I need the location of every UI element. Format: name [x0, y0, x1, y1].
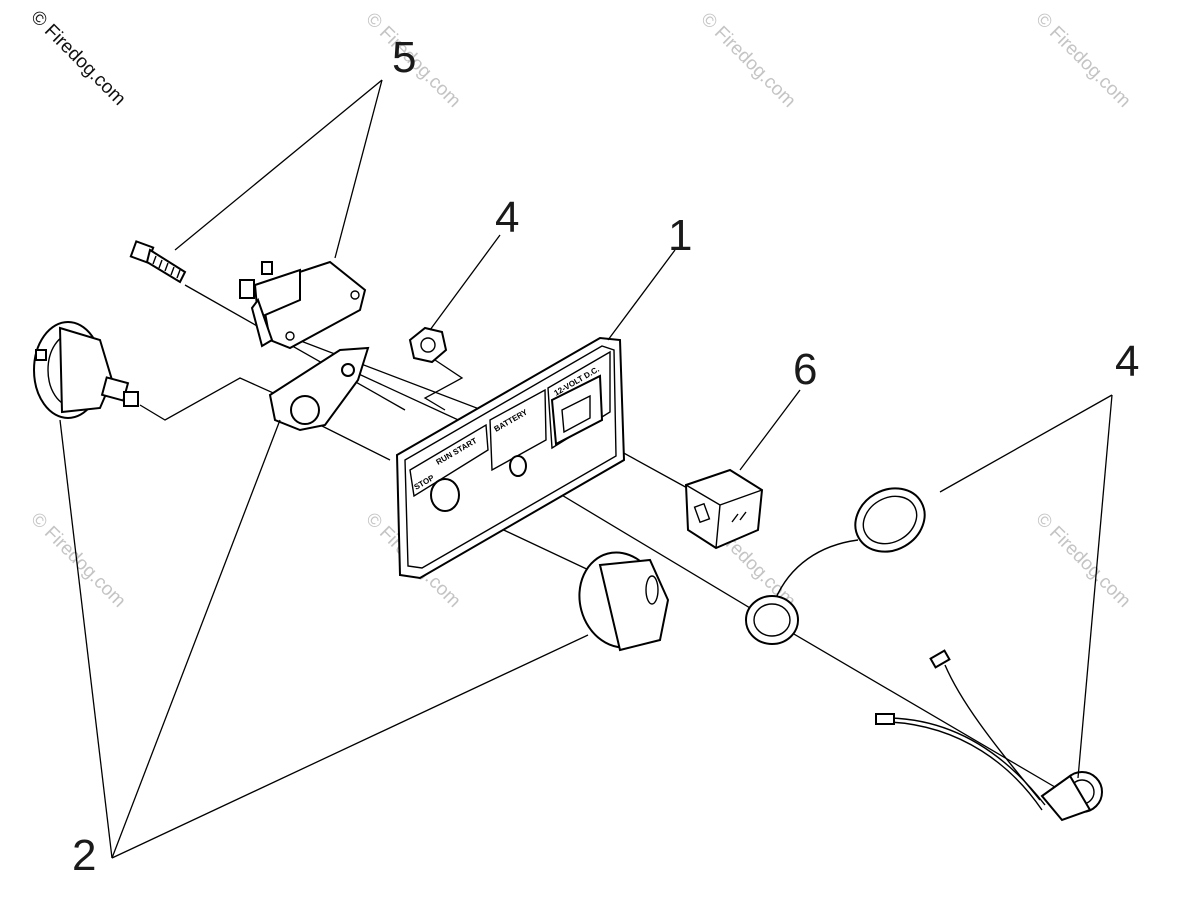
ignition-switch — [33, 321, 139, 419]
leader-lines — [59, 79, 1113, 859]
callout-4-top: 4 — [495, 193, 519, 242]
watermark-faint: © Firedog.com — [26, 509, 129, 612]
callout-2: 2 — [72, 831, 96, 880]
dc-outlet-socket — [684, 468, 764, 550]
callout-1: 1 — [668, 211, 692, 260]
control-knob — [578, 551, 670, 652]
hex-nut — [408, 326, 448, 364]
circuit-breaker — [239, 260, 367, 350]
watermark-faint: © Firedog.com — [696, 9, 799, 112]
mounting-bracket — [268, 346, 370, 432]
control-panel: STOP RUN START BATTERY 12-VOLT D.C. — [395, 336, 626, 580]
watermark-faint: © Firedog.com — [1031, 9, 1134, 112]
callout-4-right: 4 — [1115, 337, 1139, 386]
watermark-main: © Firedog.com — [26, 7, 129, 110]
wiring-harness — [875, 649, 1103, 822]
receptacle-cap — [745, 487, 926, 645]
callout-6: 6 — [793, 345, 817, 394]
callout-5: 5 — [392, 33, 416, 82]
screw — [129, 240, 187, 284]
watermark-faint: © Firedog.com — [1031, 509, 1134, 612]
